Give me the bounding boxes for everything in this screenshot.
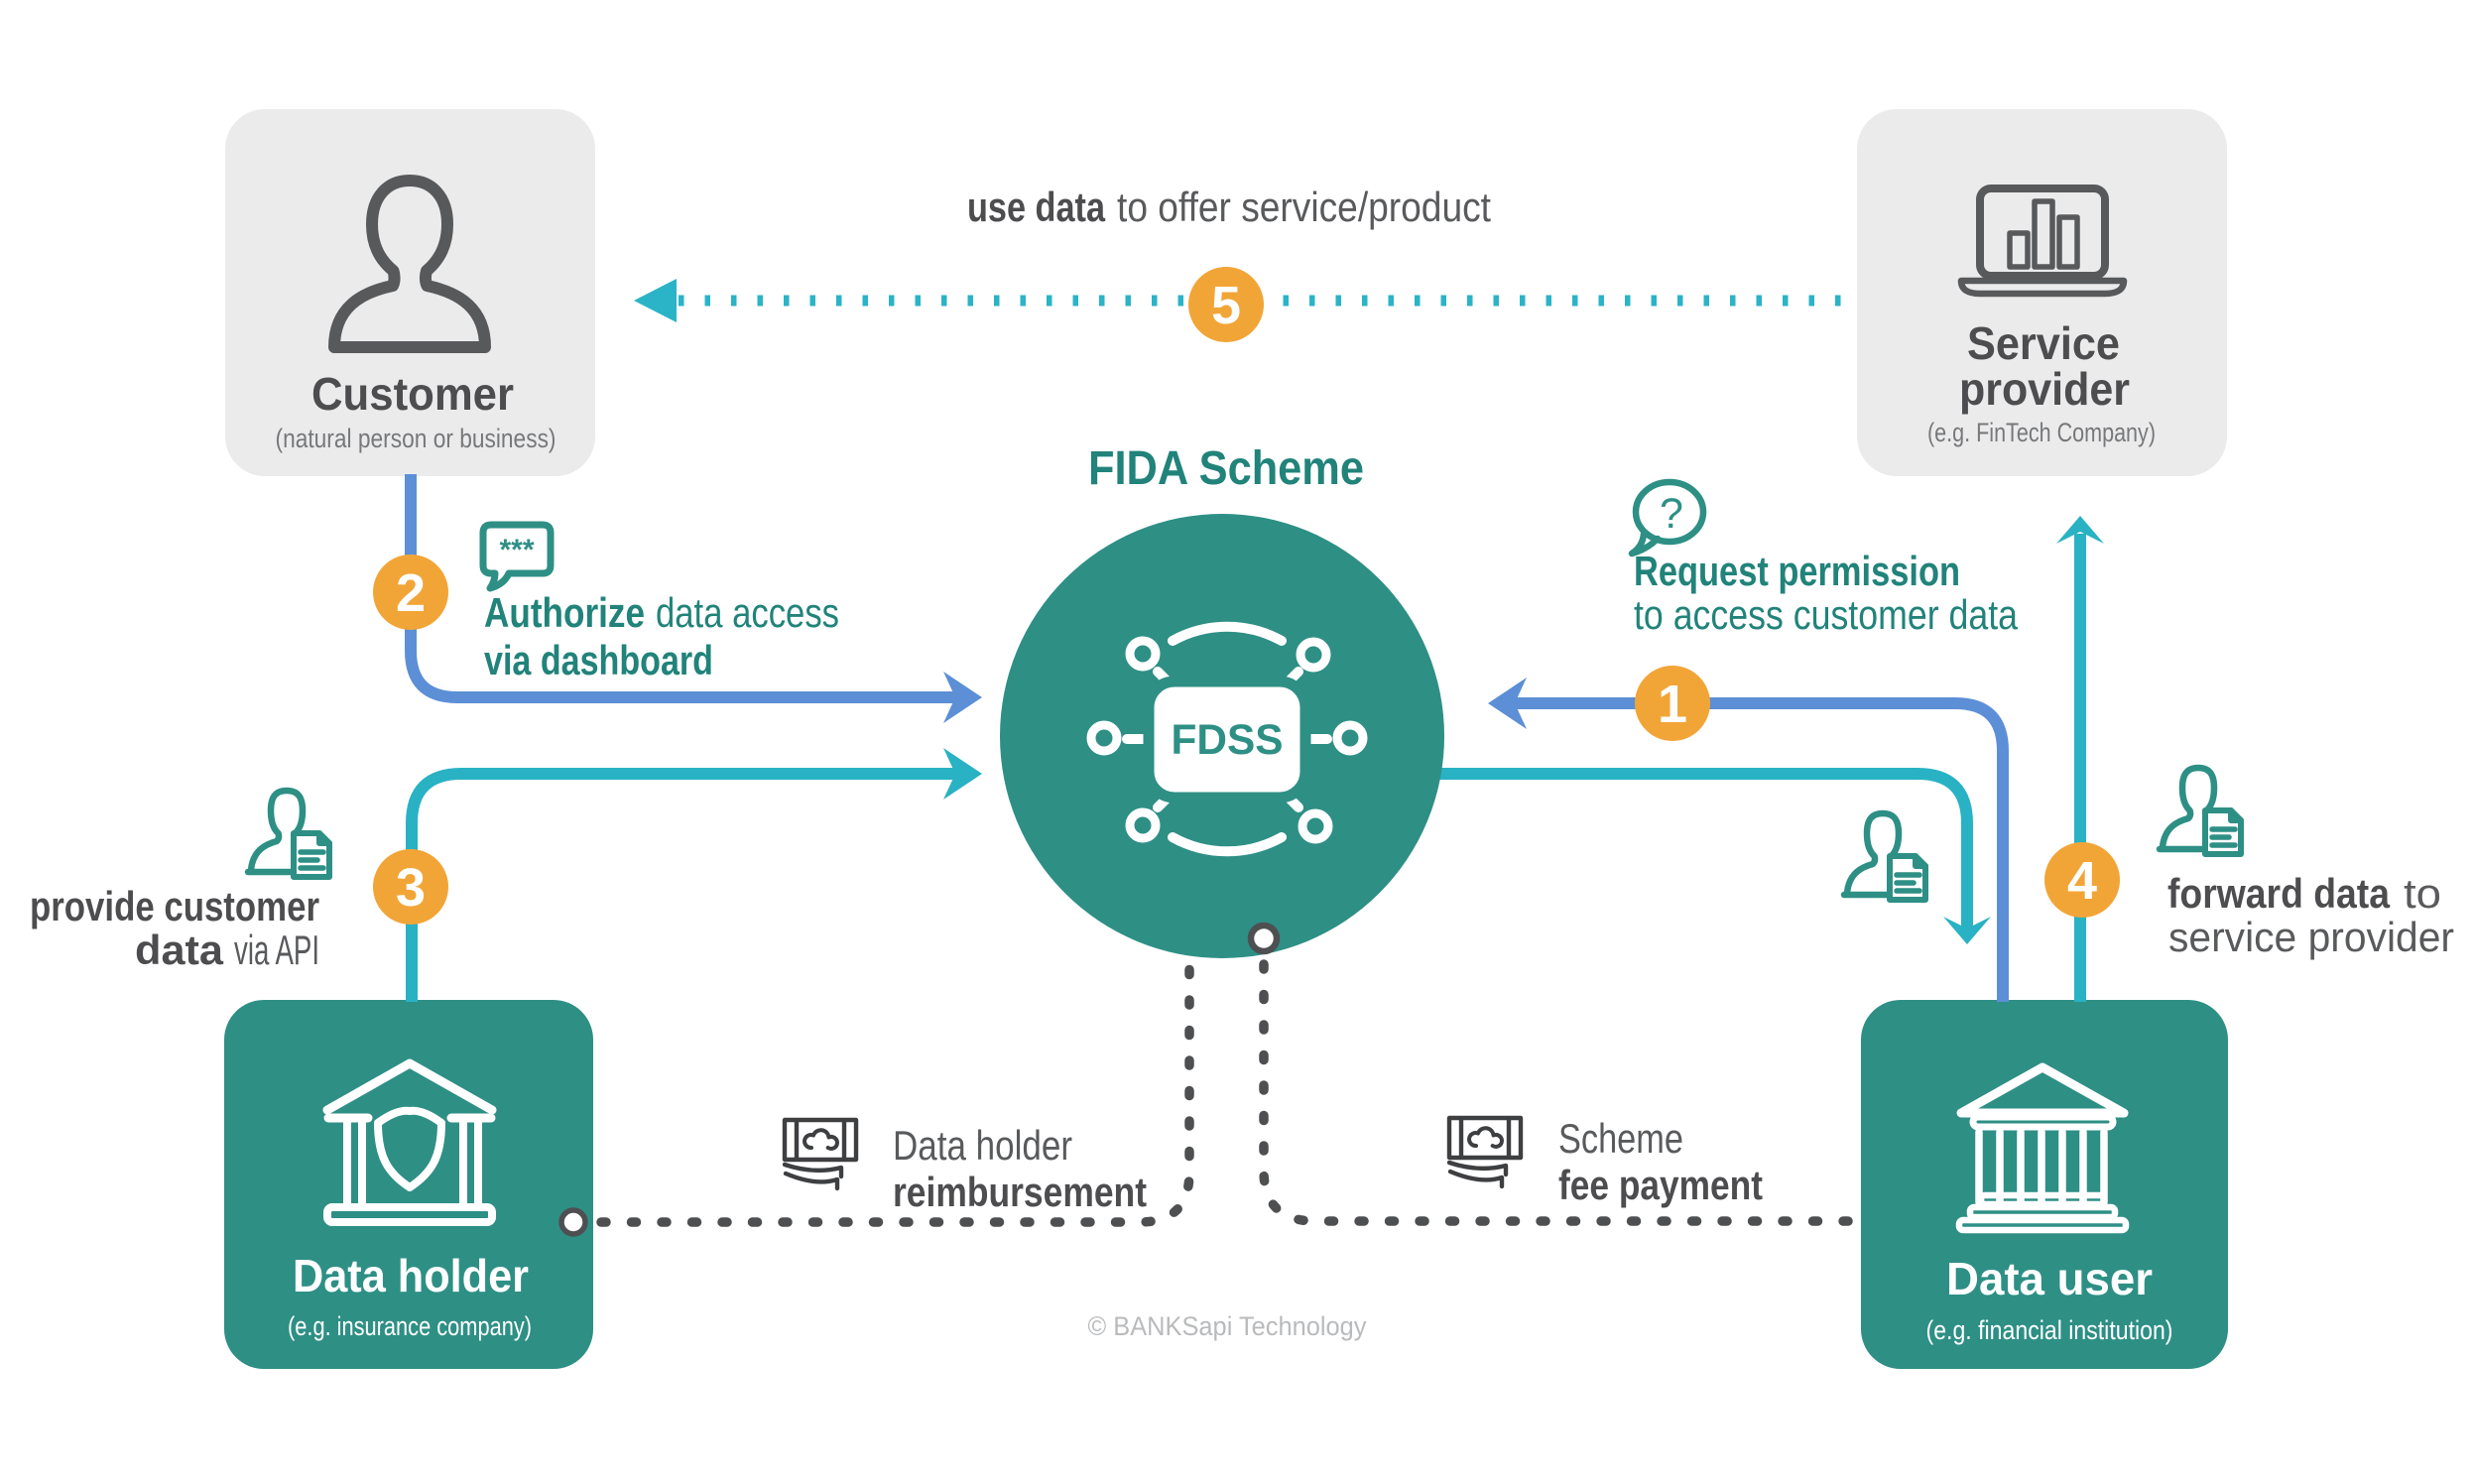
svg-text:provide customer: provide customer xyxy=(30,883,319,929)
svg-text:(natural person or business): (natural person or business) xyxy=(276,424,557,453)
svg-text:service provider: service provider xyxy=(2168,914,2454,960)
svg-text:to access customer data: to access customer data xyxy=(1634,591,2019,638)
svg-text:to offer service/product: to offer service/product xyxy=(1117,184,1491,230)
svg-text:Scheme: Scheme xyxy=(1558,1115,1683,1162)
svg-text:***: *** xyxy=(499,534,534,566)
svg-text:3: 3 xyxy=(396,858,426,918)
svg-text:FDSS: FDSS xyxy=(1172,716,1284,764)
svg-text:reimbursement: reimbursement xyxy=(893,1169,1147,1215)
svg-text:?: ? xyxy=(1660,490,1683,538)
svg-text:data: data xyxy=(135,927,224,973)
svg-text:via API: via API xyxy=(234,927,319,973)
svg-text:5: 5 xyxy=(1211,276,1241,335)
svg-text:use data: use data xyxy=(967,184,1106,230)
svg-text:Data holder: Data holder xyxy=(293,1250,529,1301)
svg-text:(e.g. financial institution): (e.g. financial institution) xyxy=(1926,1315,2173,1345)
svg-text:© BANKSapi Technology: © BANKSapi Technology xyxy=(1088,1311,1367,1341)
svg-text:FIDA Scheme: FIDA Scheme xyxy=(1088,442,1364,495)
svg-text:to: to xyxy=(2404,870,2441,917)
svg-text:(e.g. insurance company): (e.g. insurance company) xyxy=(288,1311,532,1341)
svg-text:1: 1 xyxy=(1658,675,1687,734)
svg-text:Data holder: Data holder xyxy=(893,1122,1072,1169)
svg-text:Authorize: Authorize xyxy=(484,589,645,636)
svg-text:data access: data access xyxy=(656,589,839,636)
svg-text:Service: Service xyxy=(1967,317,2120,369)
svg-text:Customer: Customer xyxy=(311,368,514,420)
svg-text:provider: provider xyxy=(1959,363,2130,415)
svg-text:4: 4 xyxy=(2067,851,2097,911)
svg-text:2: 2 xyxy=(396,563,426,623)
svg-text:fee payment: fee payment xyxy=(1558,1162,1763,1208)
svg-text:via dashboard: via dashboard xyxy=(484,637,713,683)
svg-text:Request permission: Request permission xyxy=(1634,548,1960,594)
svg-text:Data user: Data user xyxy=(1946,1253,2153,1304)
svg-text:(e.g. FinTech Company): (e.g. FinTech Company) xyxy=(1927,418,2156,447)
svg-text:forward data: forward data xyxy=(2167,870,2391,917)
